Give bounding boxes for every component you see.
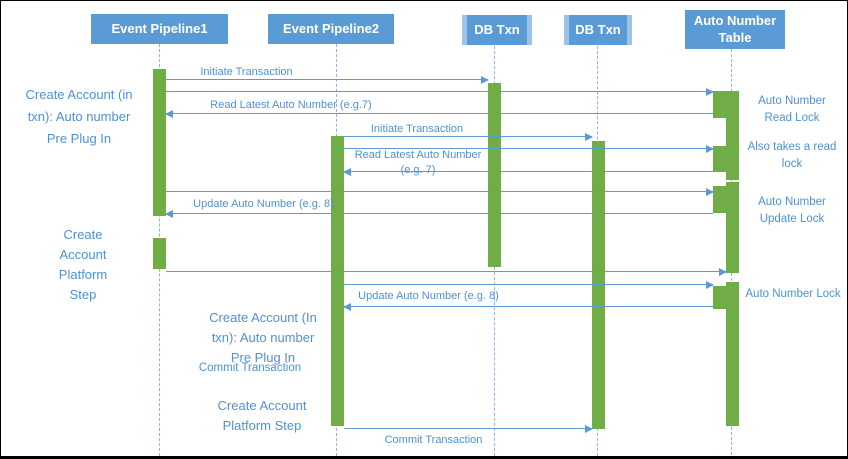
message-initiate-transaction-1-label: Initiate Transaction [200,66,293,78]
message-read-auto-number-request-2 [344,144,714,153]
message-update-auto-number-return-1 [165,209,713,218]
activation-db-txn-2 [592,141,605,429]
message-commit-transaction-2 [344,424,593,433]
actor-db-txn-2: DB Txn [564,15,632,45]
message-update-auto-number-return-1-label: Update Auto Number (e.g. 8) [193,198,334,210]
activation-pipeline1-txn [153,69,166,216]
activation-auto-number-read-lock [713,91,726,118]
note-create-account-platform-2: Create Account Platform Step [217,398,307,433]
message-initiate-transaction-2-label: Initiate Transaction [370,123,464,135]
message-read-auto-number-return-1 [165,109,713,118]
activation-auto-number-update-lock [713,186,726,213]
message-update-auto-number-request-1 [166,187,714,196]
message-update-auto-number-request-2 [344,280,714,289]
activation-auto-number-read-lock-2 [713,146,726,172]
activation-auto-number-1 [726,91,739,180]
activation-auto-number-3 [726,282,739,426]
note-create-account-plugin-2: Create Account (In txn): Auto number Pre… [209,310,317,365]
activation-auto-number-lock [713,286,726,309]
note-create-account-platform-1: Create Account Platform Step [58,227,108,302]
note-also-takes-read-lock: Also takes a read lock [747,141,837,170]
message-commit-transaction-2-label: Commit Transaction [384,434,483,446]
activation-pipeline1-platform-step [153,238,166,269]
note-commit-transaction-1: Commit Transaction [198,362,302,374]
message-read-auto-number-request-1 [166,87,714,96]
message-read-auto-number-return-2 [343,167,713,176]
message-update-auto-number-return-2 [343,302,713,311]
note-auto-number-update-lock: Auto Number Update Lock [758,196,826,225]
activation-db-txn-1 [488,83,501,267]
message-update-auto-number-return-2-label: Update Auto Number (e.g. 8) [358,290,499,302]
note-auto-number-lock: Auto Number Lock [745,288,841,300]
message-initiate-transaction-2 [344,132,593,141]
note-create-account-plugin-1: Create Account (in txn): Auto number Pre… [25,87,133,146]
message-commit-transaction-1 [166,267,727,276]
activation-auto-number-2 [726,182,739,273]
activation-pipeline2-txn [331,136,344,426]
actor-event-pipeline1: Event Pipeline1 [91,14,228,44]
actor-db-txn-1: DB Txn [462,15,532,45]
note-auto-number-read-lock: Auto Number Read Lock [758,95,826,124]
actor-event-pipeline2: Event Pipeline2 [268,14,394,44]
message-read-auto-number-return-2-label: Read Latest Auto Number (e.g. 7) [354,149,482,176]
message-initiate-transaction-1 [166,75,489,84]
actor-auto-number-table: Auto Number Table [685,10,785,49]
message-read-auto-number-return-1-label: Read Latest Auto Number (e.g.7) [210,99,372,111]
